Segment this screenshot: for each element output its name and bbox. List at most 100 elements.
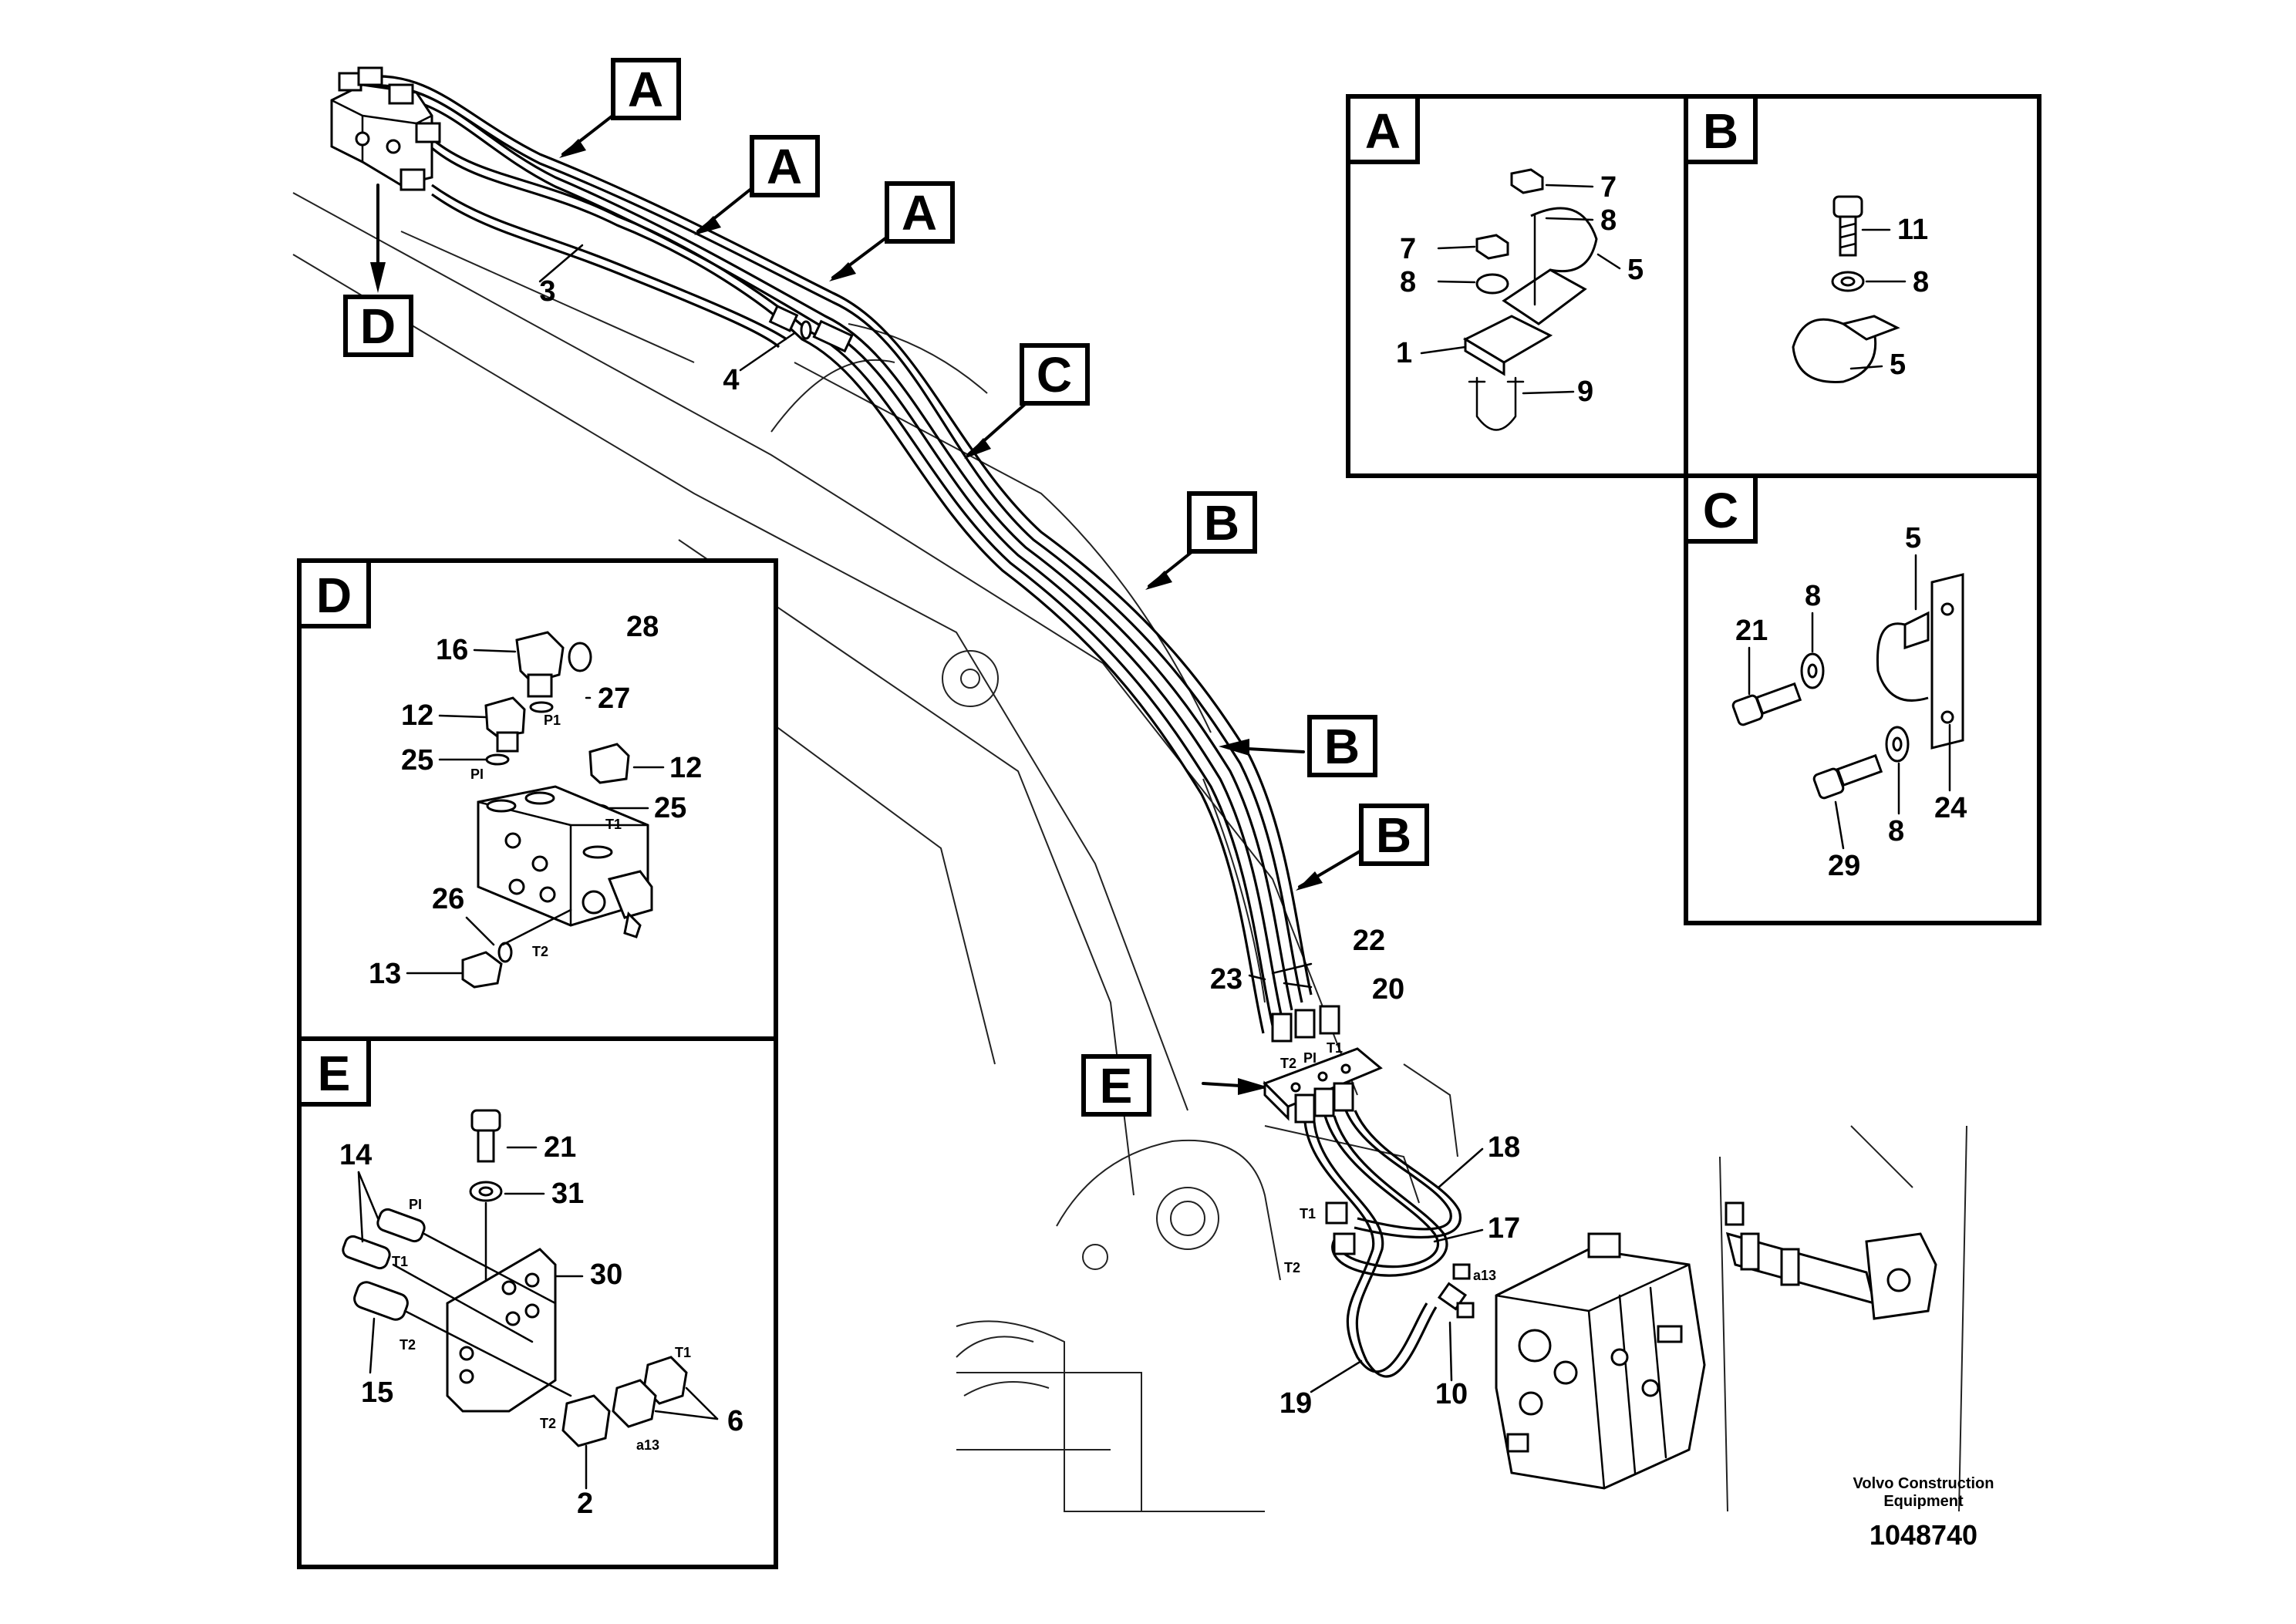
port-label-t1-lower: T1	[1300, 1206, 1316, 1221]
panel-d-port-t1: T1	[605, 817, 622, 832]
frame-outline	[956, 1063, 1967, 1512]
panel-e-port-pi: PI	[409, 1197, 422, 1212]
callout-letter-a-2: A	[767, 139, 802, 194]
panel-b-label-11: 11	[1897, 214, 1928, 246]
panel-d-label-12-right: 12	[669, 752, 702, 784]
callout-letter-b-2: B	[1324, 719, 1360, 774]
port-label-pi: PI	[1303, 1050, 1317, 1066]
panel-d-title: D	[316, 568, 352, 623]
callout-letter-e: E	[1100, 1058, 1133, 1114]
callout-a-1: A	[611, 58, 681, 120]
detail-panel-e: E 14 21 31 30 15 6 2 PI T1	[297, 1036, 778, 1569]
port-label-t2-lower: T2	[1284, 1260, 1300, 1275]
callout-b-2: B	[1307, 715, 1377, 777]
panel-d-label-16: 16	[436, 634, 468, 666]
hose-lower	[1303, 1110, 1475, 1378]
brand-line-2: Equipment	[1883, 1493, 1964, 1510]
panel-b-title: B	[1703, 103, 1738, 159]
panel-c-label-21: 21	[1735, 615, 1768, 647]
fitting-4	[768, 305, 854, 353]
panel-b-label-5: 5	[1890, 349, 1906, 381]
main-part-labels: 3 4 22 23 20 18 17 19 10	[539, 275, 1520, 1420]
panel-d-label-27: 27	[598, 682, 630, 715]
panel-e-port-t2: T2	[400, 1337, 416, 1353]
main-port-labels: T2 PI T1 T1 T2 a13	[1280, 1040, 1496, 1283]
callout-a-2: A	[750, 135, 820, 197]
label-part-22: 22	[1353, 925, 1385, 957]
panel-a-label-8-left: 8	[1400, 266, 1416, 298]
panel-e-label-31: 31	[551, 1178, 584, 1210]
panel-a-label-8-top: 8	[1600, 204, 1617, 237]
label-part-20: 20	[1372, 973, 1404, 1006]
panel-a-label-5: 5	[1627, 254, 1644, 286]
panel-e-label-15: 15	[361, 1376, 393, 1409]
lower-machine-outline	[956, 1336, 1111, 1450]
panel-e-title: E	[318, 1046, 351, 1101]
callout-letter-a-1: A	[628, 62, 663, 117]
panel-d-port-pi: PI	[470, 767, 484, 782]
port-label-a13: a13	[1473, 1268, 1496, 1283]
callout-leaders-main	[538, 99, 1367, 1095]
panel-c-label-29: 29	[1828, 850, 1860, 882]
footer-branding: Volvo Construction Equipment 1048740	[1853, 1475, 1994, 1551]
callout-letter-c: C	[1037, 347, 1072, 403]
panel-a-label-7-left: 7	[1400, 233, 1416, 265]
label-part-17: 17	[1488, 1212, 1520, 1245]
callout-c: C	[1020, 343, 1090, 406]
manifold-block-e	[1263, 1005, 1383, 1124]
callout-d: D	[343, 295, 413, 357]
detail-panel-c: C 5 8 21 29 8 24	[1684, 473, 2041, 925]
right-fitting-assembly	[1725, 1201, 1937, 1320]
label-part-19: 19	[1279, 1387, 1312, 1420]
panel-e-label-21: 21	[544, 1131, 576, 1164]
label-part-18: 18	[1488, 1131, 1520, 1164]
panel-d-label-25-left: 25	[401, 744, 433, 777]
label-part-10: 10	[1435, 1378, 1468, 1410]
hose-bundle-upper	[362, 75, 1313, 1034]
label-part-23: 23	[1210, 963, 1242, 996]
panel-d-port-p1: P1	[544, 713, 561, 728]
control-valve	[1495, 1232, 1706, 1490]
panel-d-port-t2: T2	[532, 944, 548, 959]
port-label-t2: T2	[1280, 1056, 1296, 1071]
callout-b-1: B	[1187, 491, 1257, 554]
panel-e-label-30: 30	[590, 1258, 622, 1291]
label-part-4: 4	[723, 364, 739, 396]
brand-line-1: Volvo Construction	[1853, 1475, 1994, 1492]
panel-d-label-26: 26	[432, 883, 464, 915]
panel-e-port-t2-right: T2	[540, 1416, 556, 1431]
panel-c-label-8-bottom: 8	[1888, 815, 1904, 847]
panel-d-label-25-right: 25	[654, 792, 686, 824]
detail-panel-b: B 11 8 5	[1684, 94, 2041, 478]
callout-letter-d: D	[360, 298, 396, 354]
panel-e-port-a13: a13	[636, 1437, 659, 1453]
panel-d-label-12-left: 12	[401, 699, 433, 732]
callout-e: E	[1081, 1054, 1151, 1117]
panel-d-label-28: 28	[626, 611, 659, 643]
detail-panel-a: A 7 8 7 8 5 1 9	[1346, 94, 1688, 478]
panel-e-label-2: 2	[577, 1488, 593, 1520]
panel-a-label-9: 9	[1577, 376, 1593, 408]
panel-e-label-14: 14	[339, 1139, 372, 1171]
panel-a-label-1: 1	[1396, 337, 1412, 369]
boom-outline	[292, 192, 1358, 1196]
panel-c-label-5: 5	[1905, 522, 1921, 554]
panel-c-label-8-top: 8	[1805, 580, 1821, 612]
panel-a-label-7-top: 7	[1600, 171, 1617, 204]
panel-e-port-t1-right: T1	[675, 1345, 691, 1360]
document-number: 1048740	[1870, 1519, 1977, 1551]
valve-block-d	[330, 66, 441, 293]
panel-c-title: C	[1703, 483, 1738, 538]
callout-letter-a-3: A	[902, 185, 937, 241]
panel-e-port-t1: T1	[392, 1254, 408, 1269]
panel-d-label-13: 13	[369, 958, 401, 990]
callout-a-3: A	[885, 181, 955, 244]
panel-e-label-6: 6	[727, 1405, 743, 1437]
panel-b-label-8: 8	[1913, 266, 1929, 298]
detail-panel-d: D 16 28 12 27 25 12	[297, 558, 778, 1041]
port-label-t1: T1	[1327, 1040, 1343, 1056]
panel-c-label-24: 24	[1934, 792, 1967, 824]
callout-b-3: B	[1359, 804, 1429, 866]
label-part-3: 3	[539, 275, 555, 308]
